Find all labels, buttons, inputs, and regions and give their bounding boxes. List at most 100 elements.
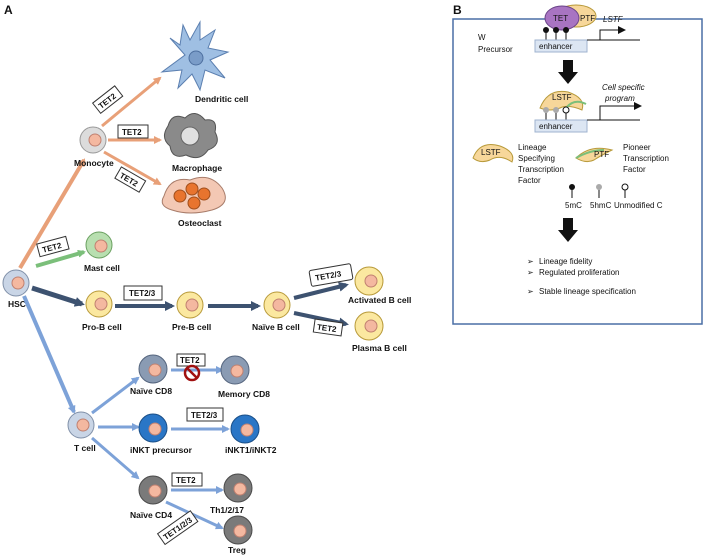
outcomes-list: ➢ Lineage fidelity ➢ Regulated prolifera… bbox=[527, 257, 636, 296]
tet-tag-th: TET2 bbox=[171, 472, 203, 487]
activatedb-label: Activated B cell bbox=[348, 295, 411, 305]
cell-specific-program: Cell specific program bbox=[602, 83, 647, 103]
activatedb-cell bbox=[354, 266, 384, 296]
macrophage-cell bbox=[164, 113, 218, 159]
tet-ptf-complex: TET PTF bbox=[544, 4, 597, 31]
inktprec-cell bbox=[138, 413, 168, 443]
5mc-marks-top bbox=[543, 27, 569, 40]
tcell-label: T cell bbox=[74, 443, 96, 453]
naiveb-label: Naïve B cell bbox=[252, 322, 300, 332]
outcome-item: Regulated proliferation bbox=[539, 268, 620, 277]
svg-text:TET: TET bbox=[553, 14, 568, 23]
arrow-naiveb-activatedb bbox=[293, 281, 349, 300]
svg-text:LSTF: LSTF bbox=[481, 148, 501, 157]
inkt12-cell bbox=[230, 414, 260, 444]
prob-label: Pro-B cell bbox=[82, 322, 122, 332]
tcell-cell bbox=[67, 411, 95, 439]
arrow-cd4-treg bbox=[165, 500, 224, 530]
tet-tag-osteoclast: TET2 bbox=[114, 166, 147, 193]
preb-label: Pre-B cell bbox=[172, 322, 211, 332]
arrow-hsc-mast bbox=[35, 249, 86, 268]
plasmab-cell bbox=[354, 311, 384, 341]
th-cell bbox=[223, 473, 253, 503]
down-arrow-1 bbox=[558, 60, 578, 84]
osteoclast-cell bbox=[161, 176, 226, 214]
svg-text:PTF: PTF bbox=[580, 14, 595, 23]
lstf-description: Lineage Specifying Transcription Factor bbox=[518, 143, 566, 185]
mast-label: Mast cell bbox=[84, 263, 120, 273]
tet-tag-plasmab: TET2 bbox=[312, 318, 344, 337]
naivecd4-cell bbox=[138, 475, 168, 505]
memorycd8-label: Memory CD8 bbox=[218, 389, 270, 399]
monocyte-cell bbox=[79, 126, 107, 154]
svg-text:TET2: TET2 bbox=[316, 323, 337, 335]
prob-cell bbox=[85, 290, 113, 318]
treg-cell bbox=[223, 515, 253, 545]
monocyte-label: Monocyte bbox=[74, 158, 114, 168]
plasmab-label: Plasma B cell bbox=[352, 343, 407, 353]
panel-b-box bbox=[452, 18, 703, 325]
naivecd8-label: Naïve CD8 bbox=[130, 386, 172, 396]
enhancer-label-mid: enhancer bbox=[539, 122, 573, 131]
tet-tag-memorycd8: TET2 bbox=[176, 353, 206, 367]
outcome-item: Stable lineage specification bbox=[539, 287, 636, 296]
preb-cell bbox=[176, 291, 204, 319]
lstf-legend-icon: LSTF bbox=[472, 144, 514, 163]
5hmc-label: 5hmC bbox=[590, 201, 612, 210]
unmodified-c-label: Unmodified C bbox=[614, 201, 663, 210]
dendritic-label: Dendritic cell bbox=[195, 94, 248, 104]
marks-mid bbox=[543, 106, 570, 120]
down-arrow-2 bbox=[558, 218, 578, 242]
mast-cell bbox=[85, 231, 113, 259]
enhancer-box-mid bbox=[534, 119, 588, 133]
dendritic-cell bbox=[160, 20, 230, 92]
memorycd8-cell bbox=[220, 355, 250, 385]
arrow-mono-dendritic bbox=[101, 76, 162, 128]
arrow-hsc-monocyte bbox=[18, 158, 86, 270]
svg-text:TET2: TET2 bbox=[176, 476, 196, 485]
arrow-tcell-cd8 bbox=[91, 376, 140, 415]
inktprec-label: iNKT precursor bbox=[130, 445, 193, 455]
svg-text:➢: ➢ bbox=[527, 287, 534, 296]
panel-a-label: A bbox=[4, 3, 13, 17]
svg-text:LSTF: LSTF bbox=[552, 93, 572, 102]
svg-text:TET2/3: TET2/3 bbox=[191, 411, 218, 420]
ptf-description: Pioneer Transcription Factor bbox=[623, 143, 671, 174]
tet-tag-preb: TET2/3 bbox=[123, 285, 163, 301]
svg-text:➢: ➢ bbox=[527, 257, 534, 266]
tss-arrow-mid bbox=[599, 102, 642, 120]
lstf-label-top: LSTF bbox=[603, 15, 624, 24]
svg-text:➢: ➢ bbox=[527, 268, 534, 277]
treg-label: Treg bbox=[228, 545, 246, 555]
naivecd8-cell bbox=[138, 354, 168, 384]
macrophage-label: Macrophage bbox=[172, 163, 222, 173]
outcome-item: Lineage fidelity bbox=[539, 257, 592, 266]
naivecd4-label: Naïve CD4 bbox=[130, 510, 172, 520]
hsc-cell bbox=[2, 269, 30, 297]
naiveb-cell bbox=[263, 291, 291, 319]
tet-tag-inkt: TET2/3 bbox=[186, 407, 224, 422]
enhancer-box-top bbox=[534, 39, 588, 53]
tet-tag-mast: TET2 bbox=[36, 235, 70, 258]
tet-tag-activatedb: TET2/3 bbox=[308, 263, 354, 287]
enhancer-label-top: enhancer bbox=[539, 42, 573, 51]
th-label: Th1/2/17 bbox=[210, 505, 244, 515]
arrow-mono-osteoclast bbox=[103, 150, 162, 186]
tet-tag-dendritic: TET2 bbox=[91, 85, 124, 115]
methylation-legend bbox=[569, 183, 629, 198]
tet-tag-macrophage: TET2 bbox=[117, 124, 149, 139]
osteoclast-label: Osteoclast bbox=[178, 218, 222, 228]
svg-text:TET2/3: TET2/3 bbox=[129, 289, 156, 298]
5mc-label: 5mC bbox=[565, 201, 582, 210]
arrow-hsc-prob bbox=[31, 285, 85, 307]
svg-text:TET2: TET2 bbox=[122, 128, 142, 137]
ptf-legend-icon: PTF bbox=[575, 147, 614, 163]
hsc-label: HSC bbox=[8, 299, 26, 309]
svg-text:PTF: PTF bbox=[594, 150, 609, 159]
arrow-hsc-tcell bbox=[22, 295, 76, 414]
inkt12-label: iNKT1/iNKT2 bbox=[225, 445, 277, 455]
svg-text:TET2: TET2 bbox=[180, 356, 200, 365]
wt-precursor-label: W Precursor bbox=[478, 33, 513, 54]
panel-b-label: B bbox=[453, 3, 462, 17]
